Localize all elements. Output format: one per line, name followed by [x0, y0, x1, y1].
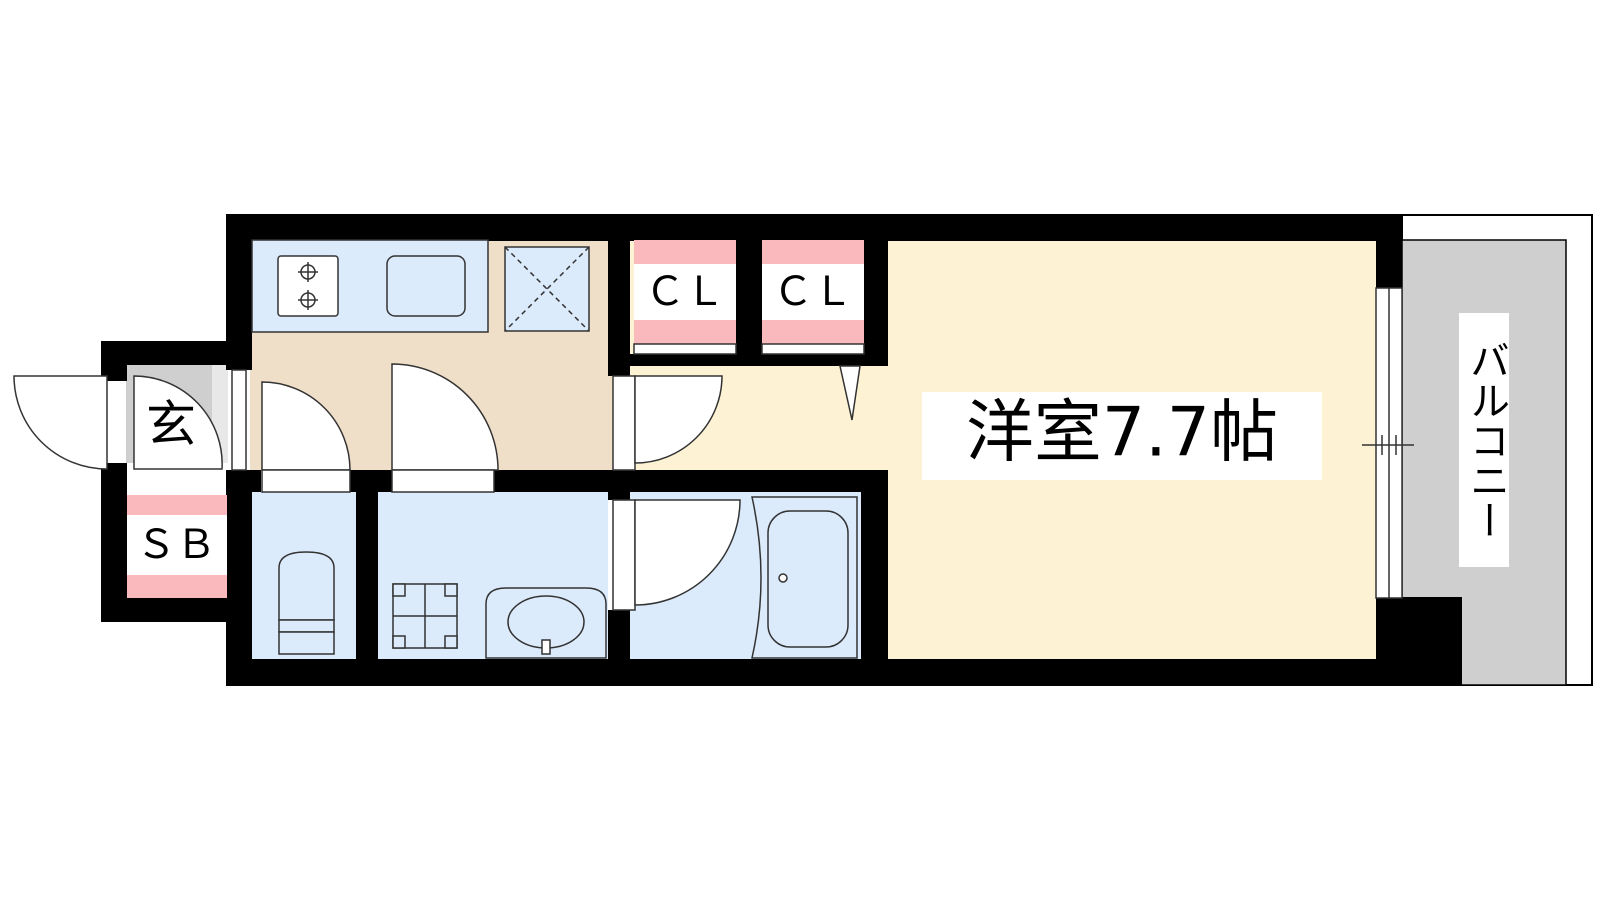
washing-machine-space [392, 583, 458, 649]
shoe-box-accent-bottom [127, 575, 227, 598]
shoe-box-accent-top [127, 495, 227, 515]
washroom-door [391, 363, 499, 493]
closet-1-label: ＣＬ [645, 269, 725, 315]
bathtub [751, 496, 858, 659]
balcony-window [1362, 287, 1414, 599]
balcony-label: バルコニー [1463, 340, 1509, 540]
wall-mid-horizontal-left [226, 470, 261, 492]
genkan-door-frame [231, 369, 247, 471]
genkan-inner-door [133, 375, 223, 470]
wall-mid-horizontal-2 [494, 470, 888, 492]
closet-2-label: ＣＬ [773, 269, 853, 315]
shoe-box-label: ＳＢ [136, 522, 216, 568]
wall-top [226, 214, 1402, 241]
toilet-door [261, 381, 351, 493]
washbasin [485, 587, 607, 659]
wall-entry-left-top [101, 341, 127, 381]
western-room-label: 洋室7.7帖 [966, 394, 1278, 473]
closet-2-door [761, 343, 865, 355]
closet-2-accent-top [762, 240, 864, 264]
toilet-fixture [278, 551, 335, 655]
entry-door [13, 375, 108, 470]
wall-sb-bottom [101, 598, 252, 622]
wall-entry-left-bottom [101, 463, 127, 622]
wall-kitchen-closet [608, 214, 630, 376]
genkan-label: 玄 [146, 396, 196, 454]
kitchen-counter [251, 239, 489, 333]
western-room-label-box [922, 392, 1322, 480]
wall-bottom [226, 659, 1402, 686]
fridge-space [504, 246, 590, 332]
closet-door-swing [839, 365, 861, 421]
wall-balcony-pillar [1376, 597, 1462, 686]
wall-right-top [1376, 214, 1402, 288]
kitchen-living-door [612, 375, 723, 471]
wall-closet-bottom [630, 354, 888, 366]
wall-left-lower [226, 470, 252, 686]
wall-toilet-wash-divider [356, 470, 378, 686]
closet-2-accent-bottom [762, 320, 864, 344]
balcony-label-box [1459, 313, 1509, 567]
closet-1-accent-top [634, 240, 736, 264]
wall-closet-divider [736, 214, 762, 366]
closet-1-door [633, 343, 737, 355]
wall-wash-bath-divider-upper [608, 470, 630, 500]
wall-wash-bath-divider-lower [608, 610, 630, 686]
wall-closet-living [864, 214, 888, 366]
wall-bath-living [861, 470, 888, 686]
bathroom-door [612, 499, 741, 611]
closet-1-accent-bottom [634, 320, 736, 344]
